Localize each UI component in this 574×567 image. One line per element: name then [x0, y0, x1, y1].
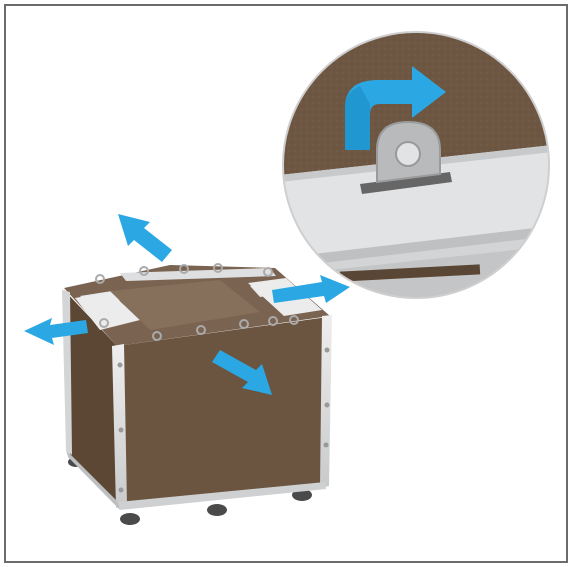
frame-front-left-post	[112, 344, 127, 508]
frame-front-right-post	[320, 315, 332, 488]
arrow-down-right-icon	[212, 350, 272, 395]
bolt	[118, 427, 124, 433]
crate-front-panel	[117, 317, 328, 506]
top-rail-back	[120, 268, 276, 281]
arrow-up-left-icon	[118, 214, 172, 262]
arrow-left-icon	[24, 318, 88, 345]
crate-foot	[120, 513, 140, 525]
curved-arrow-icon	[345, 66, 446, 150]
crate-foot	[292, 489, 312, 501]
crate-foot	[207, 504, 227, 516]
latch-hinge-icon	[95, 263, 299, 341]
bolt	[324, 402, 330, 408]
crate-left-panel	[64, 290, 118, 506]
crate	[62, 263, 332, 525]
top-inner-lid	[110, 280, 260, 330]
bolt	[323, 442, 329, 448]
bolt	[118, 487, 124, 493]
arrow-right-icon	[272, 275, 350, 303]
latch-hinge-icon	[376, 120, 441, 184]
frame-bottom-left	[66, 450, 120, 510]
top-corner-frame-left	[75, 292, 140, 330]
frame-bottom-front	[118, 482, 326, 510]
bolt	[117, 362, 123, 368]
bolt	[324, 347, 330, 353]
